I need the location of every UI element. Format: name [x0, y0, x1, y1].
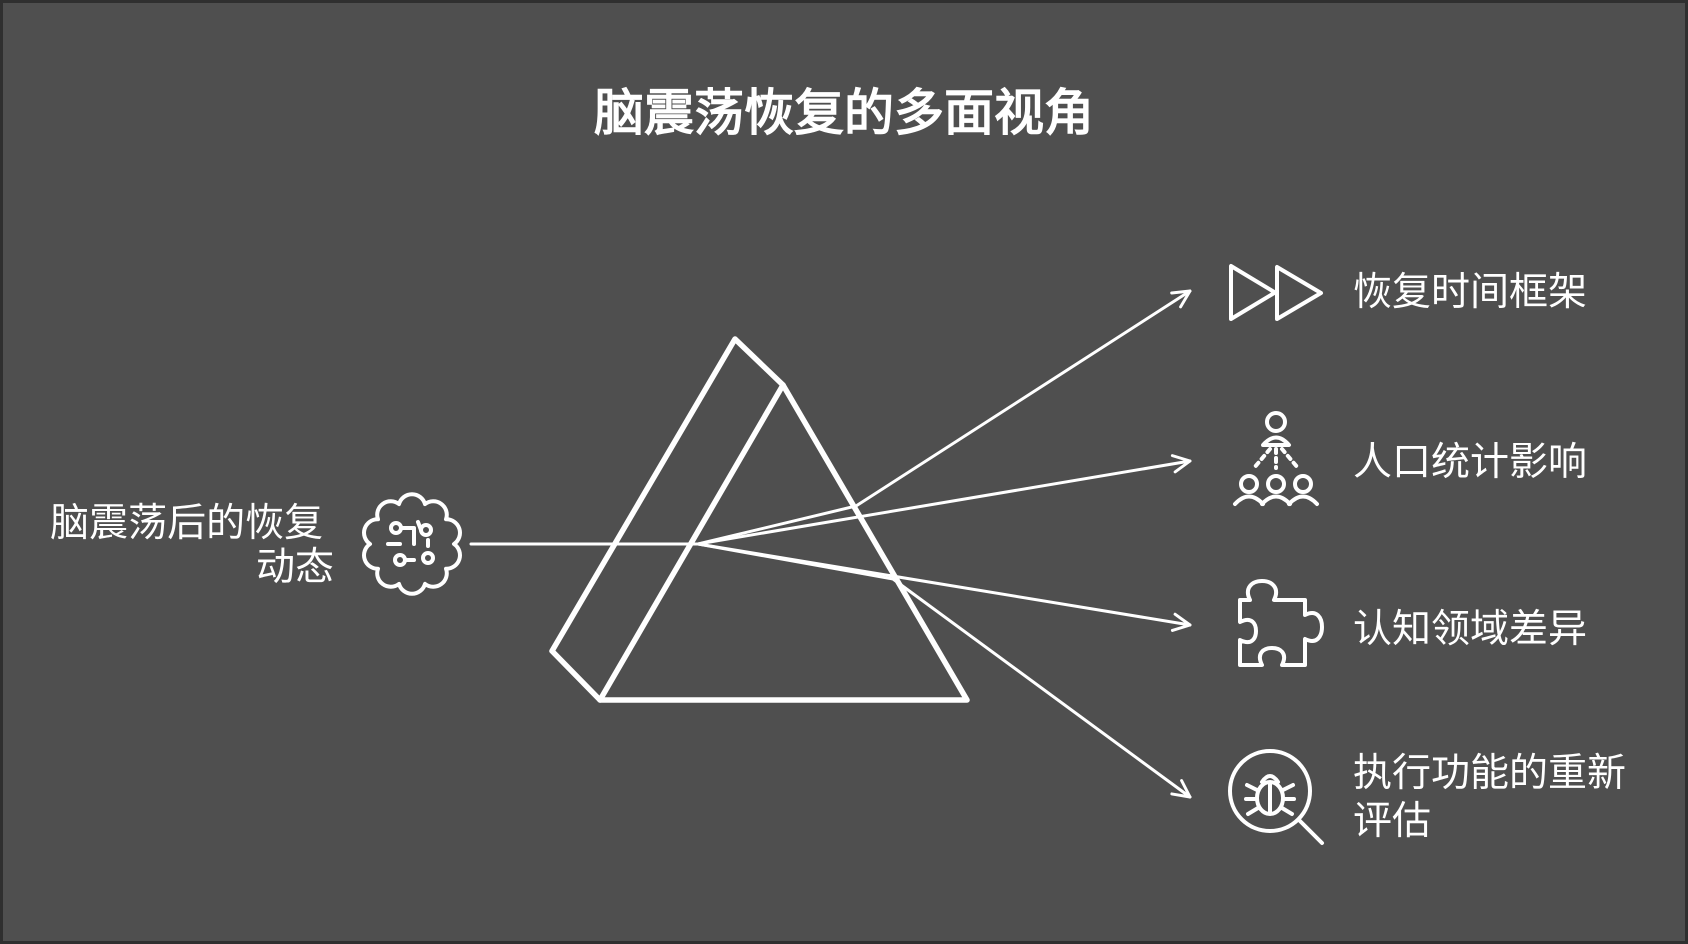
prism-front-edge: [597, 382, 786, 703]
fast-forward-icon: [1229, 264, 1323, 321]
ray-2: [696, 454, 1192, 546]
output-label-4-line-2: 评估: [1353, 800, 1431, 843]
source-label: 脑震荡后的恢复 动态: [50, 502, 334, 589]
prism: [549, 336, 970, 703]
output-label-3: 认知领域差异: [1353, 608, 1587, 651]
people-hierarchy-icon: [1233, 411, 1319, 506]
output-label-1: 恢复时间框架: [1353, 271, 1587, 314]
ray-4: [696, 542, 1192, 799]
brain-icon: [362, 492, 462, 596]
puzzle-piece-icon: [1238, 579, 1324, 667]
source-label-line-2: 动态: [256, 546, 334, 589]
prism-outline: [549, 336, 970, 703]
output-label-4-line-1: 执行功能的重新: [1353, 752, 1626, 795]
output-label-2: 人口统计影响: [1353, 441, 1587, 484]
ray-1: [696, 289, 1192, 546]
source-label-line-1: 脑震荡后的恢复: [50, 502, 323, 545]
output-label-4: 执行功能的重新 评估: [1353, 752, 1637, 843]
diagram-title: 脑震荡恢复的多面视角: [594, 85, 1094, 141]
bug-search-icon: [1228, 749, 1324, 845]
